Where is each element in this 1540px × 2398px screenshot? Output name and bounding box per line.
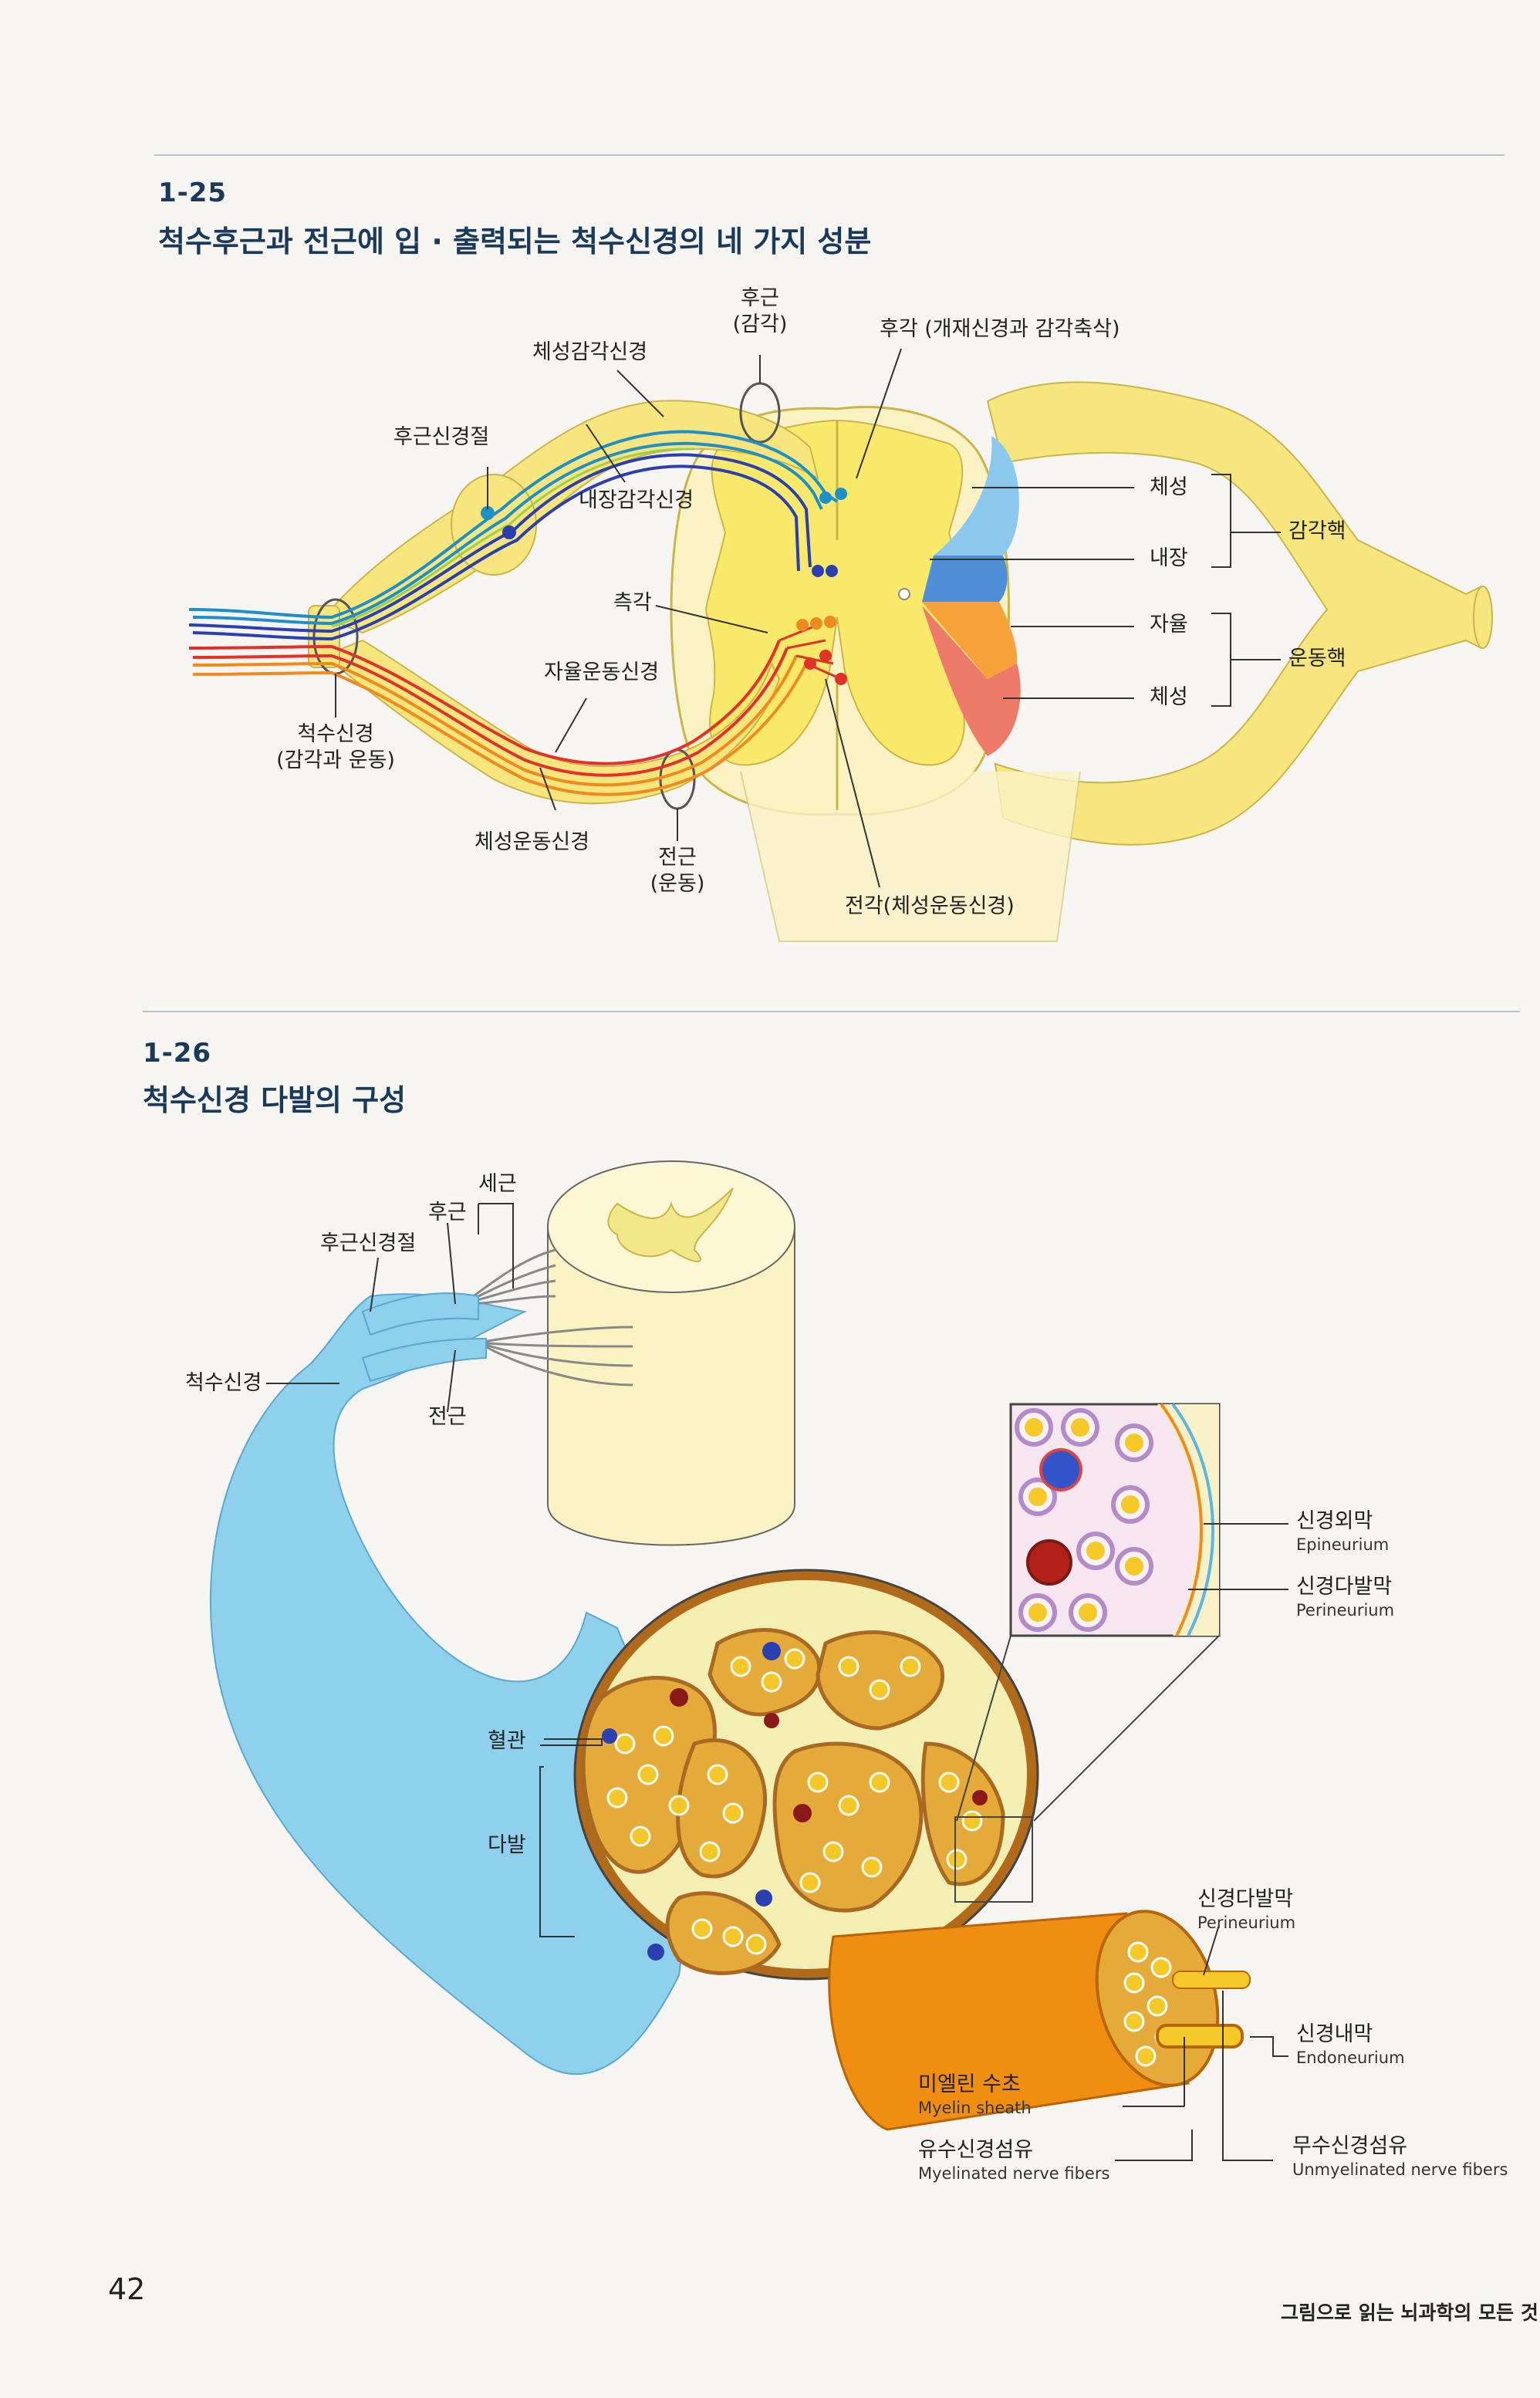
label-spinal-nerve-26: 척수신경 (185, 1371, 262, 1395)
label-fascicle: 다발 (488, 1833, 526, 1857)
page-number: 42 (108, 2272, 146, 2306)
label-nucleus-somatic-2: 체성 (1150, 685, 1188, 709)
figure-1-25-title: 척수후근과 전근에 입 · 출력되는 척수신경의 네 가지 성분 (158, 225, 872, 258)
book-title: 그림으로 읽는 뇌과학의 모든 것 (1281, 2302, 1538, 2324)
label-lateral-horn: 측각 (613, 591, 652, 615)
nucleus-somatic-motor (922, 606, 1021, 756)
label-vessel: 혈관 (488, 1729, 526, 1753)
nucleus-autonomic-motor (922, 602, 1018, 679)
label-nucleus-visceral: 내장 (1150, 546, 1188, 570)
label-nucleus-somatic-1: 체성 (1150, 475, 1188, 499)
spinal-cord-cylinder (547, 1226, 795, 1546)
figure-1-26-title: 척수신경 다발의 구성 (143, 1083, 407, 1117)
label-visceral-sensory-nerve: 내장감각신경 (579, 488, 694, 512)
label-spinal-nerve: 척수신경(감각과 운동) (276, 722, 395, 772)
nucleus-visceral-sensory (922, 556, 1008, 602)
figure-1-25-number: 1-25 (158, 177, 228, 208)
label-dorsal-root-ganglion-26: 후근신경절 (320, 1231, 417, 1255)
middle-rule (143, 1011, 1520, 1012)
label-somatic-sensory-nerve: 체성감각신경 (532, 340, 648, 364)
label-dorsal-root-ganglion: 후근신경절 (393, 425, 490, 449)
nucleus-somatic-sensory (934, 436, 1019, 556)
dorsal-root (361, 1292, 479, 1336)
label-sensory-nuclei: 감각핵 (1288, 519, 1346, 543)
label-dorsal-root: 후근(감각) (732, 286, 788, 336)
label-ventral-root: 전근(운동) (650, 846, 705, 896)
label-ventral-root-26: 전근 (428, 1405, 467, 1429)
label-autonomic-motor-nerve: 자율운동신경 (544, 660, 660, 684)
ventral-root (361, 1337, 487, 1383)
ventral-root-nerve (323, 639, 781, 805)
label-motor-nuclei: 운동핵 (1288, 647, 1346, 670)
label-ventral-horn: 전각(체성운동신경) (845, 894, 1015, 918)
label-dorsal-root-26: 후근 (428, 1201, 467, 1224)
top-rule (154, 154, 1505, 156)
label-somatic-motor-nerve: 체성운동신경 (474, 830, 590, 854)
label-dorsal-horn: 후각 (개재신경과 감각축삭) (880, 317, 1120, 341)
label-nucleus-autonomic: 자율 (1150, 613, 1188, 637)
figure-1-26-number: 1-26 (143, 1038, 212, 1069)
label-rootlets: 세근 (478, 1172, 517, 1196)
